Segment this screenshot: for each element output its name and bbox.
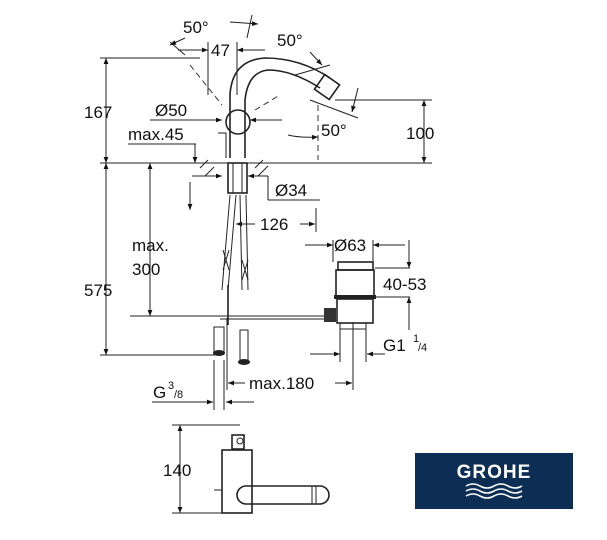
label-length-126: 126 xyxy=(260,215,288,234)
label-thread-g1: G1 xyxy=(383,336,406,355)
label-height-140: 140 xyxy=(163,461,191,480)
label-height-100: 100 xyxy=(406,124,434,143)
label-angle-spout: 50° xyxy=(321,121,347,140)
label-width-47: 47 xyxy=(211,41,230,60)
label-diameter-50: Ø50 xyxy=(155,101,187,120)
label-thread-g: G xyxy=(153,383,166,402)
label-thread-g1-den: /4 xyxy=(418,342,427,354)
label-thread-g-den: /8 xyxy=(174,389,183,401)
label-max-45: max.45 xyxy=(128,125,184,144)
label-max-300-line2: 300 xyxy=(132,260,160,279)
label-height-167: 167 xyxy=(84,103,112,122)
faucet-top-view xyxy=(214,434,330,514)
label-diameter-34: Ø34 xyxy=(275,181,307,200)
label-max-300-line1: max. xyxy=(132,236,169,255)
label-diameter-63: Ø63 xyxy=(334,236,366,255)
reference-lines xyxy=(100,57,432,356)
logo-text: GROHE xyxy=(457,462,532,483)
label-angle-top-right: 50° xyxy=(277,31,303,50)
label-max-180: max.180 xyxy=(249,374,314,393)
grohe-logo: GROHE xyxy=(415,453,573,509)
label-range-40-53: 40-53 xyxy=(383,275,426,294)
label-angle-top-left: 50° xyxy=(183,18,209,37)
label-thread-g1-num: 1 xyxy=(413,333,419,345)
label-thread-g-num: 3 xyxy=(168,380,174,392)
faucet-side-view xyxy=(189,57,376,365)
label-height-575: 575 xyxy=(84,281,112,300)
